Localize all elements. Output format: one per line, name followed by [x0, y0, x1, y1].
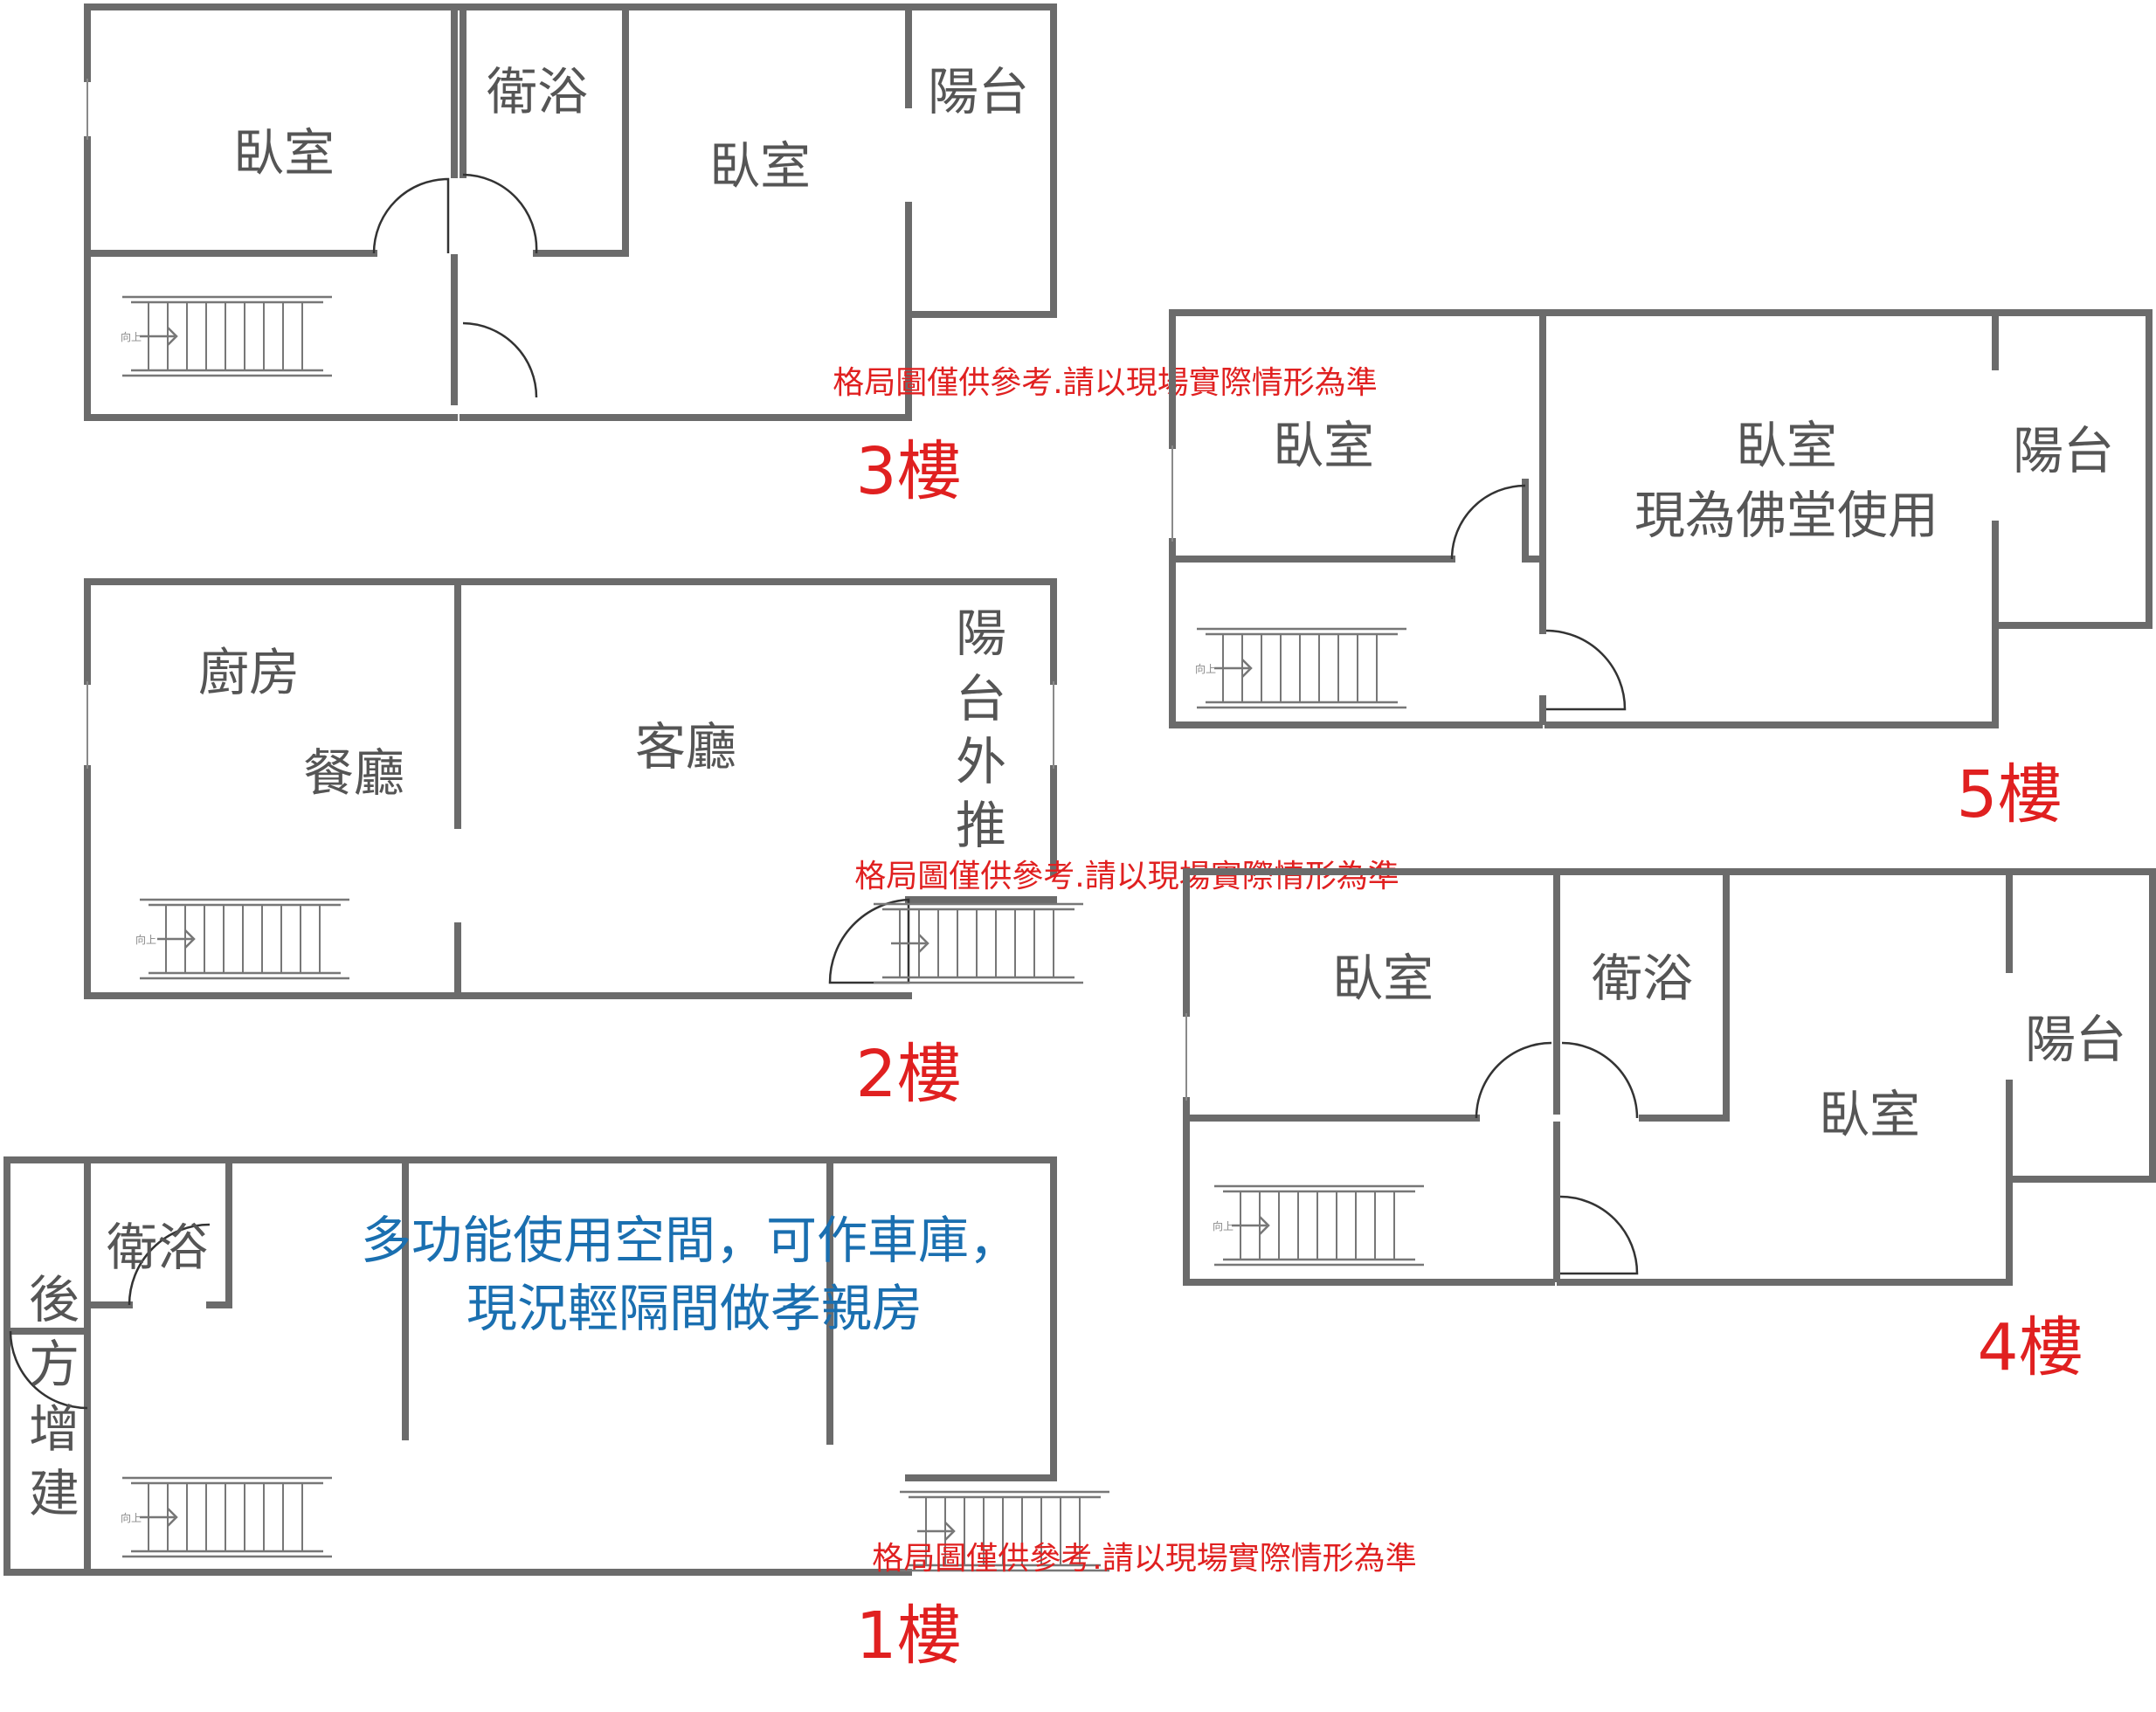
- floor-5-plan: 向上 臥室 臥室 現為佛堂使用 陽台 5樓: [1169, 309, 2153, 832]
- rear-extension-char: 建: [29, 1464, 79, 1523]
- rear-extension-char: 增: [29, 1399, 79, 1459]
- room-label-bathroom: 衛浴: [107, 1218, 208, 1277]
- stair-label: 向上: [121, 1511, 142, 1524]
- room-label-living: 客廳: [635, 717, 736, 777]
- room-label-bedroom: 臥室: [1332, 949, 1434, 1008]
- disclaimer-note: 格局圖僅供參考.請以現場實際情形為準: [872, 1541, 1416, 1577]
- stair-label: 向上: [135, 933, 156, 946]
- floor-label: 5樓: [1956, 757, 2062, 832]
- room-label-balcony: 陽台: [928, 62, 1029, 121]
- rear-extension-char: 方: [29, 1335, 79, 1394]
- room-label-bedroom: 臥室: [1819, 1085, 1920, 1144]
- floor-1-plan: 向上 衛浴 後 方 增 建 多功能使用空間，可作車庫， 現況輕隔間做孝親房 格局…: [3, 1156, 1417, 1674]
- room-label-kitchen: 廚房: [198, 643, 300, 702]
- floor-4-plan: 向上 臥室 衛浴 陽台 臥室 4樓: [1183, 868, 2156, 1385]
- stair-label: 向上: [1213, 1219, 1233, 1232]
- room-label-balcony: 陽台: [2025, 1010, 2126, 1069]
- floor-label: 4樓: [1977, 1310, 2083, 1385]
- room-note-shrine: 現為佛堂使用: [1634, 486, 1938, 545]
- disclaimer-note: 格局圖僅供參考.請以現場實際情形為準: [854, 859, 1399, 894]
- room-label-bedroom: 臥室: [1736, 416, 1837, 475]
- stair-label: 向上: [1195, 662, 1216, 675]
- room-label-dining: 餐廳: [303, 743, 404, 803]
- balcony-char: 推: [956, 796, 1006, 855]
- balcony-char: 外: [956, 732, 1006, 791]
- room-label-balcony: 陽台: [2013, 421, 2114, 480]
- room-label-bathroom: 衛浴: [487, 62, 588, 121]
- floor-label: 1樓: [855, 1598, 961, 1674]
- floor-3-plan: 向上 臥室 衛浴 臥室 陽台 格局圖僅供參考.請以現場實際情形為準 3樓: [84, 3, 1378, 509]
- stair-label: 向上: [121, 330, 142, 343]
- room-label-bathroom: 衛浴: [1592, 949, 1693, 1008]
- balcony-char: 台: [956, 669, 1006, 728]
- rear-extension-char: 後: [29, 1270, 79, 1329]
- floor-label: 3樓: [855, 434, 961, 509]
- room-label-bedroom: 臥室: [233, 123, 335, 183]
- floor-label: 2樓: [855, 1037, 961, 1112]
- room-label-bedroom: 臥室: [709, 136, 811, 196]
- multi-use-space-sublabel: 現況輕隔間做孝親房: [466, 1279, 923, 1338]
- room-label-bedroom: 臥室: [1273, 416, 1374, 475]
- multi-use-space-label: 多功能使用空間，可作車庫，: [361, 1211, 1019, 1270]
- disclaimer-note: 格局圖僅供參考.請以現場實際情形為準: [833, 365, 1377, 401]
- balcony-char: 陽: [956, 604, 1006, 663]
- floor-2-plan: 向上 廚房 餐廳 客廳 陽 台 外 推 格局圖僅供參考.請以現場實際情形為準 2…: [84, 578, 1399, 1112]
